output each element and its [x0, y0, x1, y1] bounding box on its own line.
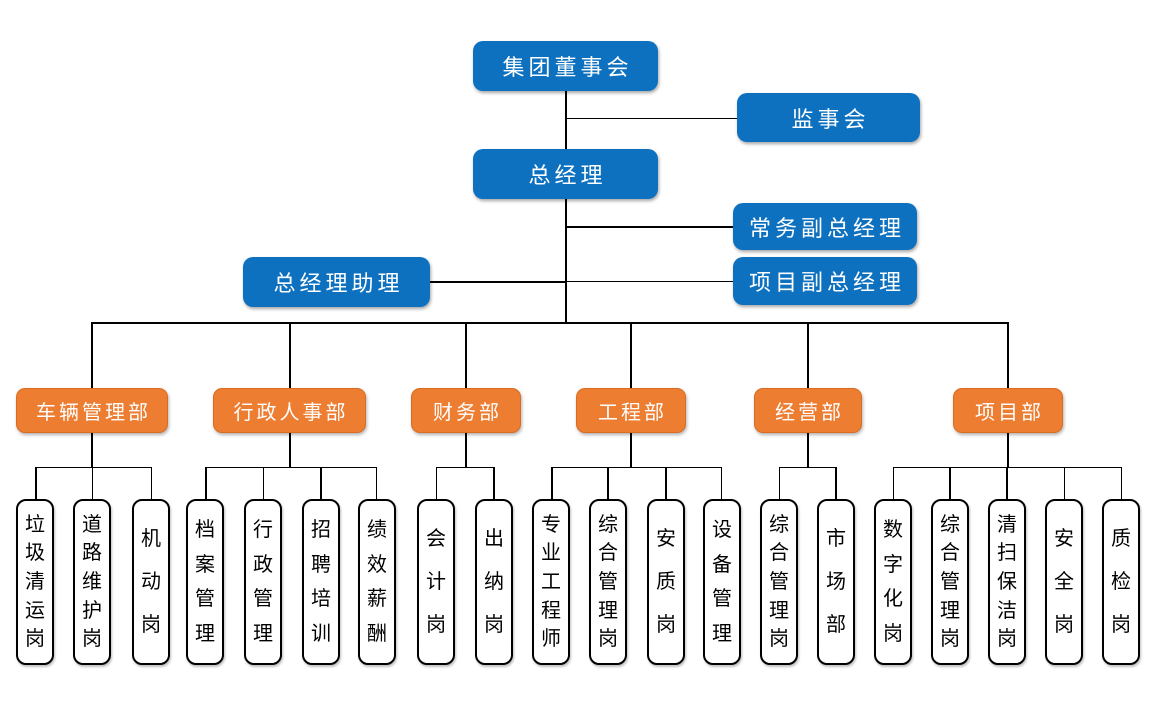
pos-cleaning: 清扫保洁岗 — [988, 499, 1026, 665]
pos-safety: 安全岗 — [1045, 499, 1083, 665]
connector — [566, 280, 733, 282]
connector — [262, 466, 265, 499]
node-general-manager: 总经理 — [473, 149, 658, 199]
connector — [493, 466, 495, 499]
connector — [150, 466, 152, 499]
connector — [807, 322, 809, 388]
pos-professional-engineer: 专业工程师 — [532, 499, 570, 665]
pos-quality-inspection: 质检岗 — [1102, 499, 1140, 665]
connector — [835, 466, 837, 499]
connector — [205, 466, 207, 499]
connector — [566, 226, 733, 228]
dept-project: 项目部 — [953, 388, 1063, 433]
dept-finance: 财务部 — [411, 388, 521, 433]
pos-accounting: 会计岗 — [417, 499, 455, 665]
connector — [564, 199, 567, 323]
pos-road-maintenance: 道路维护岗 — [73, 499, 111, 665]
pos-digitalization: 数字化岗 — [874, 499, 912, 665]
pos-equipment-management: 设备管理 — [703, 499, 741, 665]
node-board-of-directors: 集团董事会 — [473, 41, 658, 91]
connector — [892, 466, 894, 499]
connector — [630, 322, 632, 388]
connector — [35, 466, 37, 499]
node-gm-assistant: 总经理助理 — [243, 257, 430, 307]
connector — [949, 466, 951, 499]
pos-garbage-clearing: 垃圾清运岗 — [16, 499, 54, 665]
connector — [430, 281, 566, 283]
connector — [289, 433, 291, 468]
connector — [375, 466, 377, 499]
connector — [91, 322, 1009, 324]
connector — [720, 466, 722, 499]
pos-general-management-ops: 综合管理岗 — [760, 499, 798, 665]
dept-operations: 经营部 — [754, 388, 862, 433]
node-project-deputy-gm: 项目副总经理 — [733, 257, 917, 305]
connector — [1007, 322, 1009, 388]
connector — [630, 433, 632, 468]
pos-general-management-eng: 综合管理岗 — [589, 499, 627, 665]
pos-safety-quality: 安质岗 — [647, 499, 685, 665]
connector — [778, 466, 837, 468]
dept-vehicle-management: 车辆管理部 — [16, 388, 168, 433]
connector — [320, 466, 322, 499]
connector — [807, 433, 809, 468]
connector — [1120, 466, 1122, 499]
node-executive-deputy-gm: 常务副总经理 — [733, 203, 917, 250]
connector — [91, 322, 93, 388]
pos-general-management-proj: 综合管理岗 — [931, 499, 969, 665]
connector — [551, 466, 553, 499]
connector — [435, 466, 495, 468]
connector — [1006, 466, 1008, 499]
pos-mobile: 机动岗 — [132, 499, 170, 665]
connector — [566, 117, 737, 119]
connector — [91, 466, 94, 499]
connector — [465, 433, 467, 468]
pos-performance-compensation: 绩效薪酬 — [358, 499, 396, 665]
connector — [465, 322, 467, 388]
connector — [565, 91, 567, 149]
dept-admin-hr: 行政人事部 — [213, 388, 366, 433]
connector — [1063, 466, 1065, 499]
node-supervisory-board: 监事会 — [737, 93, 920, 142]
connector — [91, 433, 93, 468]
pos-recruitment-training: 招聘培训 — [302, 499, 340, 665]
connector — [205, 466, 377, 468]
pos-market-department: 市场部 — [817, 499, 855, 665]
connector — [607, 466, 609, 499]
connector — [435, 466, 437, 499]
dept-engineering: 工程部 — [576, 388, 686, 433]
connector — [35, 466, 152, 468]
connector — [289, 322, 291, 388]
connector — [778, 466, 780, 499]
pos-archives-management: 档案管理 — [186, 499, 224, 665]
connector — [1007, 433, 1009, 468]
connector — [665, 466, 667, 499]
connector — [551, 466, 722, 468]
pos-cashier: 出纳岗 — [475, 499, 513, 665]
pos-admin-management: 行政管理 — [244, 499, 282, 665]
